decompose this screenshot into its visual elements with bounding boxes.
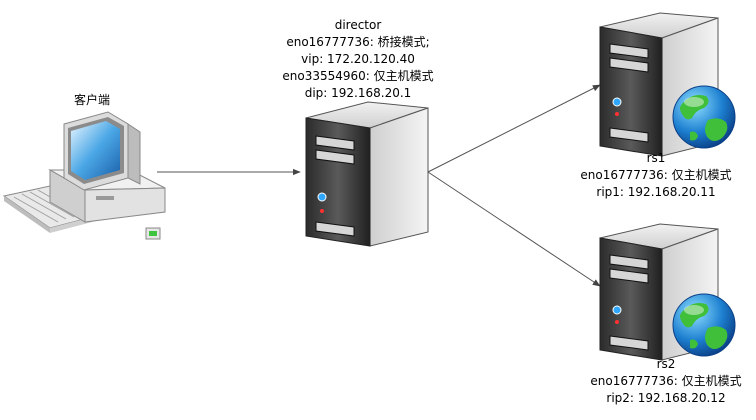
rs1-globe-icon bbox=[672, 85, 736, 149]
rs1-title: rs1 bbox=[646, 151, 666, 165]
rs2-globe-icon bbox=[672, 293, 736, 357]
rs1-rip: rip1: 192.168.20.11 bbox=[596, 185, 716, 199]
rs2-interface: eno16777736: 仅主机模式 bbox=[590, 374, 742, 388]
director-server-icon bbox=[305, 101, 429, 247]
rs1-interface: eno16777736: 仅主机模式 bbox=[580, 168, 732, 182]
director-to-rs1-arrow bbox=[427, 84, 601, 173]
director-title: director bbox=[334, 18, 382, 32]
director-to-rs2-arrow bbox=[427, 171, 601, 287]
rs2-rip: rip2: 192.168.20.12 bbox=[606, 391, 726, 405]
director-interface-2: eno33554960: 仅主机模式 bbox=[282, 69, 434, 83]
rs2-info: rs2 eno16777736: 仅主机模式 rip2: 192.168.20.… bbox=[576, 356, 756, 407]
client-computer-icon bbox=[2, 111, 166, 240]
director-vip: vip: 172.20.120.40 bbox=[301, 52, 415, 66]
client-label: 客户端 bbox=[74, 93, 111, 107]
rs2-title: rs2 bbox=[656, 357, 676, 371]
rs1-info: rs1 eno16777736: 仅主机模式 rip1: 192.168.20.… bbox=[566, 150, 746, 201]
director-info: director eno16777736: 桥接模式; vip: 172.20.… bbox=[268, 17, 448, 102]
director-dip: dip: 192.168.20.1 bbox=[304, 86, 412, 100]
director-interface-1: eno16777736: 桥接模式; bbox=[286, 35, 430, 49]
